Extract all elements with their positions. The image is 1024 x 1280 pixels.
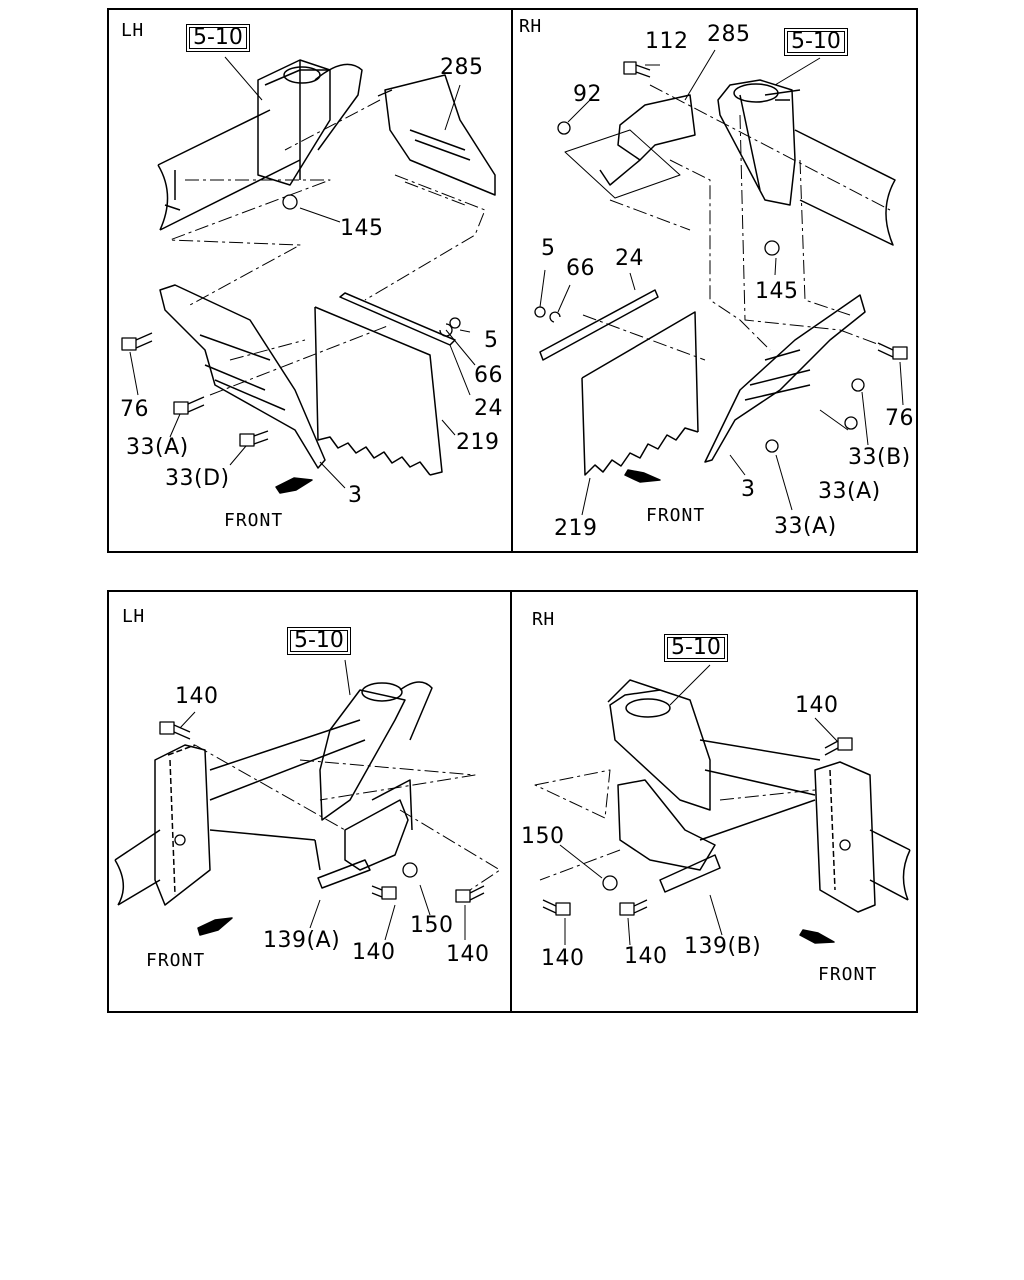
top-lh-callout-33a: 33(A) — [126, 435, 189, 460]
top-rh-front-label: FRONT — [646, 505, 706, 526]
top-lh-callout-76: 76 — [120, 397, 149, 422]
top-rh-callout-219: 219 — [554, 516, 598, 541]
top-divider — [511, 8, 513, 553]
top-lh-callout-5: 5 — [484, 328, 499, 353]
top-lh-callout-33d: 33(D) — [165, 466, 230, 491]
top-lh-side-label: LH — [121, 20, 144, 41]
bottom-lh-side-label: LH — [122, 606, 145, 627]
top-rh-callout-3: 3 — [741, 477, 756, 502]
top-rh-callout-92: 92 — [573, 82, 602, 107]
bottom-rh-side-label: RH — [532, 609, 555, 630]
bottom-lh-callout-140-mid: 140 — [352, 940, 396, 965]
top-rh-callout-145: 145 — [755, 279, 799, 304]
bottom-rh-callout-139b: 139(B) — [684, 934, 762, 959]
top-lh-callout-66: 66 — [474, 363, 503, 388]
top-rh-art — [534, 49, 908, 516]
top-lh-callout-24: 24 — [474, 396, 503, 421]
bottom-diagram-frame — [107, 590, 918, 1013]
top-lh-front-label: FRONT — [224, 510, 284, 531]
bottom-lh-callout-150: 150 — [410, 913, 454, 938]
top-lh-callout-3: 3 — [348, 483, 363, 508]
bottom-rh-callout-140-left: 140 — [541, 946, 585, 971]
bottom-rh-callout-140-top: 140 — [795, 693, 839, 718]
bottom-rh-callout-140-mid: 140 — [624, 944, 668, 969]
bottom-rh-art — [534, 664, 911, 946]
bottom-lh-callout-139a: 139(A) — [263, 928, 341, 953]
top-rh-callout-33a-upper: 33(A) — [818, 479, 881, 504]
top-rh-ref-box: 5-10 — [784, 28, 848, 56]
bottom-lh-ref-box: 5-10 — [287, 627, 351, 655]
bottom-lh-callout-140-top: 140 — [175, 684, 219, 709]
bottom-divider — [510, 590, 512, 1013]
top-rh-callout-76: 76 — [885, 406, 914, 431]
top-rh-callout-33b: 33(B) — [848, 445, 911, 470]
top-lh-callout-145: 145 — [340, 216, 384, 241]
bottom-rh-callout-150: 150 — [521, 824, 565, 849]
top-lh-callout-219: 219 — [456, 430, 500, 455]
bottom-rh-front-label: FRONT — [818, 964, 878, 985]
bottom-lh-callout-140-right: 140 — [446, 942, 490, 967]
top-rh-side-label: RH — [519, 16, 542, 37]
top-rh-callout-285: 285 — [707, 22, 751, 47]
top-rh-callout-66: 66 — [566, 256, 595, 281]
top-lh-art — [121, 56, 496, 494]
top-rh-callout-5: 5 — [541, 236, 556, 261]
bottom-lh-art — [114, 659, 501, 941]
top-rh-callout-112: 112 — [645, 29, 689, 54]
bottom-rh-ref-box: 5-10 — [664, 634, 728, 662]
top-rh-callout-33a-lower: 33(A) — [774, 514, 837, 539]
top-rh-callout-24: 24 — [615, 246, 644, 271]
bottom-lh-front-label: FRONT — [146, 950, 206, 971]
top-lh-callout-285: 285 — [440, 55, 484, 80]
top-lh-ref-box: 5-10 — [186, 24, 250, 52]
